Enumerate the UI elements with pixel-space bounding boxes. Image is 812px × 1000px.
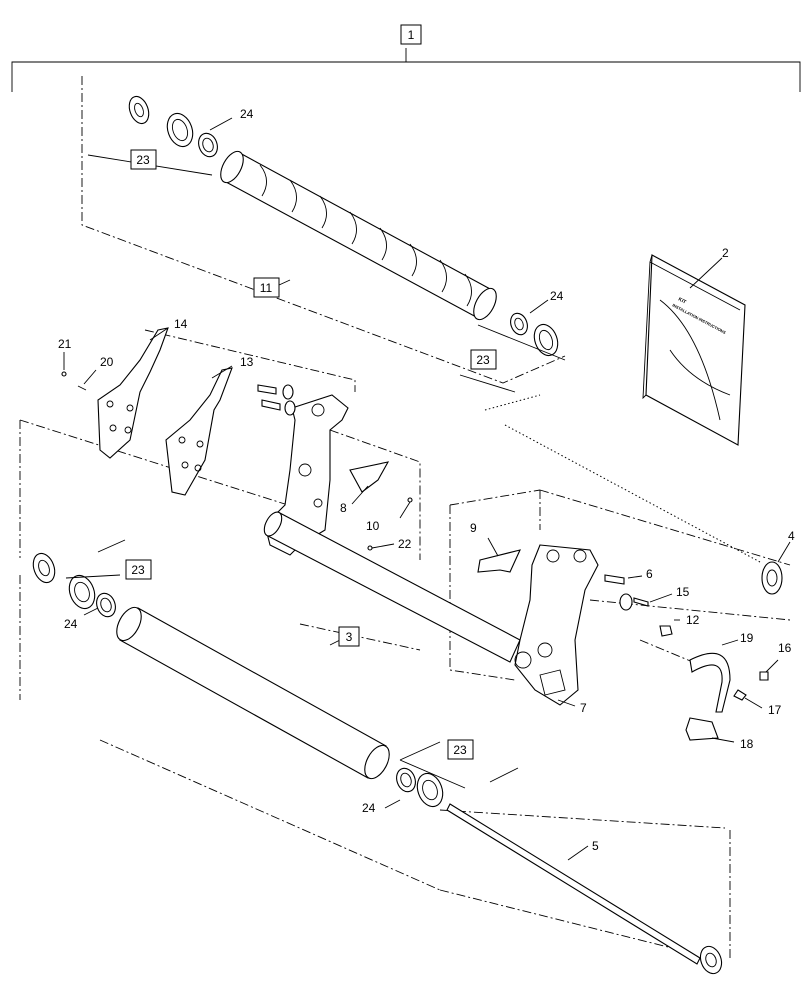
group-outline-right-fasteners [589,599,791,666]
callout-24-upper-right: 24 [550,289,564,303]
callout-7: 7 [580,701,587,715]
callout-box-11: 11 [253,277,280,298]
callout-18: 18 [740,737,754,751]
lower-bearing-right [416,772,444,808]
upper-bearing-left [166,112,194,148]
callout-19: 19 [740,631,754,645]
callout-13: 13 [240,355,254,369]
callout-17: 17 [768,703,782,717]
fastener-10 [407,497,413,503]
upper-bushing-right [510,312,528,336]
right-side-plate [514,544,599,706]
callout-box-1: 1 [400,24,422,45]
sprocket-4 [761,561,783,595]
assembly-bracket [11,48,801,92]
lower-sprocket-left [32,552,56,584]
callout-22: 22 [398,537,412,551]
callout-box-23-upper-right: 23 [470,349,497,370]
lower-bushing-right [396,767,416,793]
hex-bolts-upper [257,384,296,416]
callout-24-lower-right: 24 [362,801,376,815]
mounting-plate-14 [97,327,169,459]
upper-sprocket-left [128,95,150,125]
callout-21: 21 [58,337,72,351]
manual-title-line1: KIT [677,296,687,305]
instruction-manual: KIT INSTALLATION INSTRUCTIONS [642,254,746,446]
callout-8: 8 [340,501,347,515]
callout-16: 16 [778,641,792,655]
lower-bearing-left [68,574,96,610]
callout-14: 14 [174,317,188,331]
dotted-line-to-item-4 [484,394,761,563]
callout-20: 20 [100,355,114,369]
shaft-5 [446,803,723,975]
callout-11: 11 [260,281,273,295]
cross-tube [263,511,521,663]
upper-spiral-roller [220,150,497,321]
callout-4: 4 [788,529,795,543]
fastener-22 [367,545,373,551]
group-outline-upper-roller [81,76,566,384]
callout-23-lower-left: 23 [131,563,145,577]
group-outline-lower-left [19,419,421,700]
callout-23-upper-left: 23 [136,153,150,167]
flange-bolt-6 [604,574,625,585]
callout-15: 15 [676,585,690,599]
bracket-23-upper-right [459,324,566,393]
axis-shaft-5 [439,809,726,829]
group-outline-lower-roller [99,739,731,960]
nut-15 [619,593,649,611]
callout-box-23-lower-left: 23 [125,559,152,580]
callout-9: 9 [470,521,477,535]
bracket-23-lower-left [65,539,126,579]
bracket-9 [477,549,521,573]
callout-box-23-upper-left: 23 [130,149,157,170]
strap-18 [685,717,719,741]
bracket-23-lower-right [399,741,519,789]
small-bracket-8 [349,461,390,493]
group-outline-right-plate [449,489,791,681]
strap-19 [689,652,731,713]
small-fasteners-20-21 [61,371,87,391]
callout-24-lower-left: 24 [64,617,78,631]
callout-10: 10 [366,519,380,533]
leader-lines [63,117,791,861]
upper-bushing-left [198,132,218,158]
nut-12 [659,625,673,637]
callout-23-lower-right: 23 [453,743,467,757]
callout-24-upper-left: 24 [240,107,254,121]
callout-5: 5 [592,839,599,853]
washer-17 [733,689,747,701]
upper-bearing-right [533,323,559,357]
callout-box-23-lower-right: 23 [447,739,474,760]
callout-23-upper-right: 23 [476,353,490,367]
callout-box-3: 3 [338,626,360,647]
bolt-16 [759,671,769,681]
callout-1: 1 [408,28,415,42]
callout-6: 6 [646,567,653,581]
callout-12: 12 [686,613,700,627]
lower-roller-tube [116,606,390,780]
lower-bushing-left [96,592,116,618]
group-outline-left-plate [19,329,421,560]
callout-3: 3 [346,630,353,644]
mounting-plate-13 [165,367,233,496]
callout-2: 2 [722,246,729,260]
